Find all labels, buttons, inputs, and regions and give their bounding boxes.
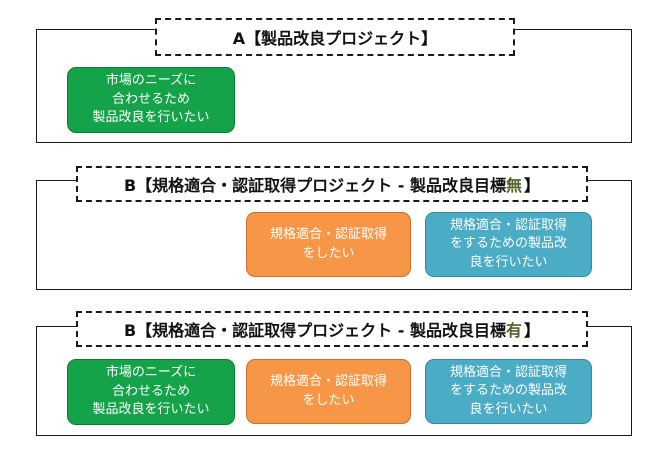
improvement-target-none-mark: 無 [505,176,522,195]
section-b-with-target-title-suffix: 】 [523,321,540,340]
node-market-needs-improvement: 市場のニーズに 合わせるため 製品改良を行いたい [67,359,235,425]
node-certification: 規格適合・認証取得 をしたい [246,212,411,277]
node-line: をしたい [302,392,355,408]
node-line: 製品改良を行いたい [92,110,210,126]
node-line: 市場のニーズに [105,365,197,381]
section-a-title-text: A【製品改良プロジェクト】 [232,29,438,48]
node-line: 規格適合・認証取得 [449,364,567,380]
node-line: 良を行いたい [469,401,548,417]
node-line: 規格適合・認証取得 [449,217,567,233]
node-line: 規格適合・認証取得 [269,374,387,390]
node-certification-improvement: 規格適合・認証取得 をするための製品改 良を行いたい [425,212,592,277]
node-line: 合わせるため [111,91,190,107]
improvement-target-yes-mark: 有 [505,321,522,340]
section-a-title: A【製品改良プロジェクト】 [155,18,515,56]
node-market-needs-improvement: 市場のニーズに 合わせるため 製品改良を行いたい [67,67,235,133]
section-b-no-target-title-suffix: 】 [523,176,540,195]
section-b-with-target-title: B【規格適合・認証取得プロジェクト - 製品改良目標 有】 [76,311,588,347]
node-line: 市場のニーズに [105,73,197,89]
section-b-with-target-title-prefix: B【規格適合・認証取得プロジェクト - 製品改良目標 [123,321,506,340]
node-certification: 規格適合・認証取得 をしたい [246,359,411,424]
node-line: 製品改良を行いたい [92,402,210,418]
node-line: 規格適合・認証取得 [269,227,387,243]
node-line: をするための製品改 [449,383,567,399]
node-line: をするための製品改 [449,236,567,252]
node-line: をしたい [302,245,355,261]
node-certification-improvement: 規格適合・認証取得 をするための製品改 良を行いたい [425,359,592,424]
node-line: 合わせるため [111,383,190,399]
node-line: 良を行いたい [469,254,548,270]
section-b-no-target-title-prefix: B【規格適合・認証取得プロジェクト - 製品改良目標 [123,176,506,195]
section-b-no-target-title: B【規格適合・認証取得プロジェクト - 製品改良目標 無】 [76,166,588,202]
